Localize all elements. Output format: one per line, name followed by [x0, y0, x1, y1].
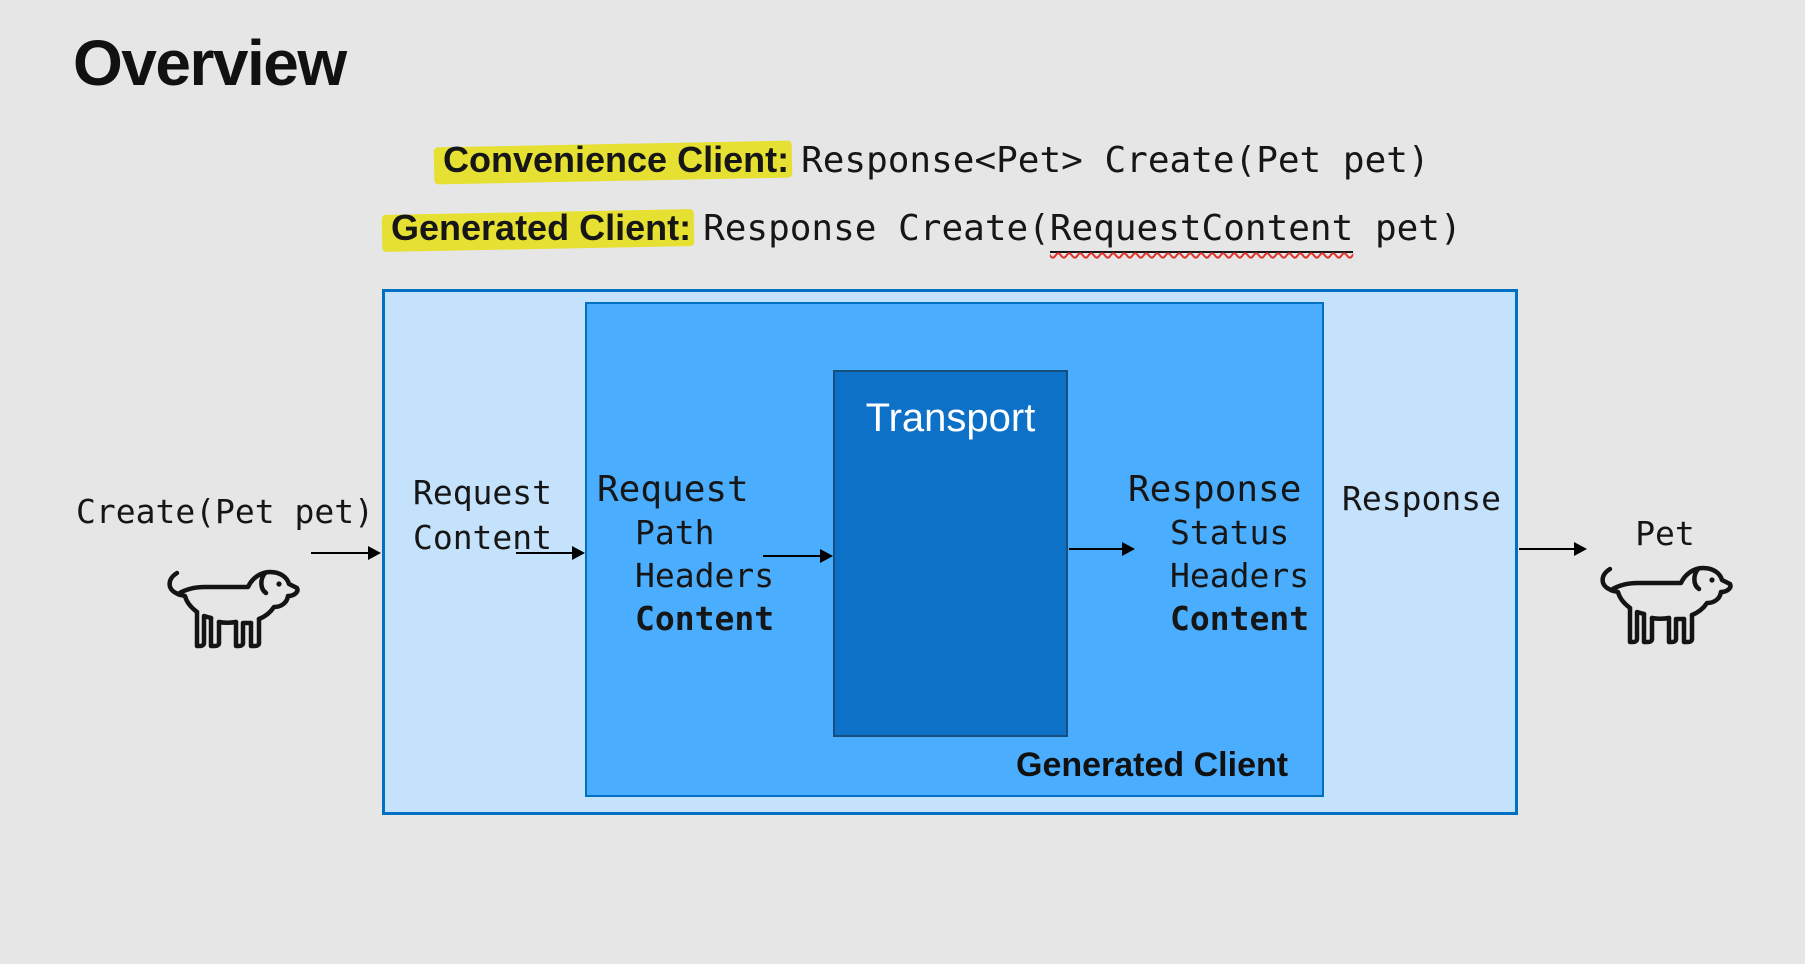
generated-client-caption: Generated Client — [1016, 746, 1288, 785]
response-label: Response — [1342, 479, 1501, 518]
arrow-content-to-generated-client — [516, 546, 585, 560]
convenience-signature-line: Convenience Client: Response<Pet> Create(… — [443, 139, 1430, 181]
response-item-status: Status — [1170, 513, 1290, 552]
request-content-label: Request Content — [400, 470, 565, 560]
convenience-client-code: Response<Pet> Create(Pet pet) — [801, 140, 1430, 181]
arrow-transport-to-response — [1069, 542, 1135, 556]
generated-client-code-prefix: Response Create( — [703, 208, 1050, 249]
response-block-title: Response — [1128, 469, 1302, 510]
transport-box: Transport — [833, 370, 1068, 737]
input-call-label: Create(Pet pet) — [75, 492, 374, 531]
arrow-request-to-transport — [763, 549, 833, 563]
generated-client-caption-text: Generated Client — [1016, 746, 1289, 784]
requestcontent-underlined-token: RequestContent — [1049, 208, 1354, 253]
dog-icon — [167, 569, 300, 649]
request-block: Request Path Headers Content — [597, 468, 774, 640]
request-content-line1: Request — [412, 473, 553, 512]
response-item-content: Content — [1170, 599, 1310, 638]
convenience-client-label: Convenience Client: — [443, 139, 790, 180]
arrow-response-to-pet — [1519, 542, 1587, 556]
generated-client-label: Generated Client: — [391, 207, 692, 248]
arrow-input-to-outer-box — [311, 546, 381, 560]
generated-client-code-suffix: pet) — [1353, 208, 1462, 249]
request-block-title: Request — [597, 469, 749, 510]
generated-signature-line: Generated Client: Response Create(Request… — [391, 207, 1462, 253]
request-item-headers: Headers — [635, 556, 775, 595]
page-title: Overview — [73, 27, 347, 99]
dog-icon — [1600, 565, 1733, 645]
request-item-content: Content — [635, 599, 775, 638]
pet-label: Pet — [1635, 514, 1695, 553]
request-item-path: Path — [635, 513, 715, 552]
response-block: Response Status Headers Content — [1128, 468, 1309, 640]
transport-label: Transport — [865, 396, 1036, 440]
request-content-line2: Content — [412, 518, 553, 557]
response-item-headers: Headers — [1170, 556, 1310, 595]
